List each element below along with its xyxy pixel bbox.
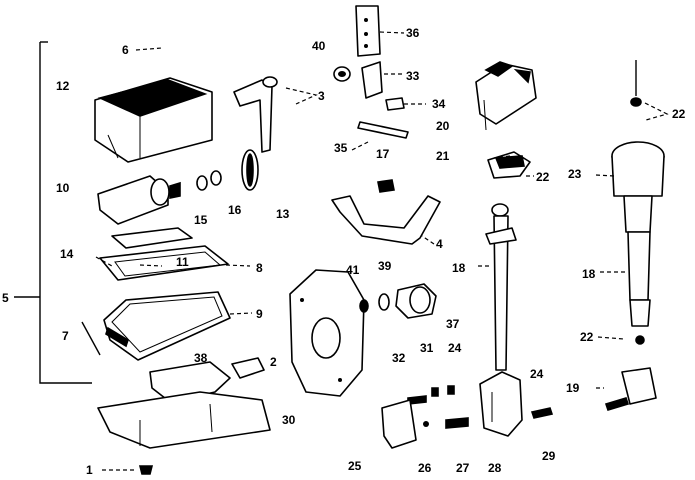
label-2: 2 (270, 355, 277, 369)
leader-lines (95, 31, 669, 471)
label-10: 10 (56, 181, 70, 195)
label-41: 41 (346, 263, 360, 277)
label-1: 1 (86, 463, 93, 477)
part-shaft-right-assembly (604, 60, 665, 411)
assembly-bracket (14, 41, 92, 384)
label-21: 21 (436, 149, 450, 163)
part-rotor-assembly (359, 283, 437, 319)
label-26: 26 (418, 461, 432, 475)
part-rotor-plate (487, 151, 531, 179)
label-20: 20 (436, 119, 450, 133)
part-top-plate (355, 5, 381, 57)
part-strap (241, 149, 259, 191)
label-25: 25 (348, 459, 362, 473)
part-clip (361, 61, 383, 99)
part-screw (530, 407, 554, 419)
part-small-bar (81, 321, 101, 356)
label-23: 23 (568, 167, 582, 181)
label-3: 3 (318, 89, 325, 103)
label-38: 38 (194, 351, 208, 365)
part-fastener (138, 465, 154, 475)
part-mount-bracket (97, 357, 271, 449)
label-5: 5 (2, 291, 9, 305)
label-4: 4 (436, 237, 443, 251)
part-distributor-cap (475, 61, 537, 131)
label-22-bottom: 22 (580, 330, 594, 344)
label-6: 6 (122, 43, 129, 57)
label-22-middle: 22 (536, 170, 550, 184)
label-29: 29 (542, 449, 556, 463)
part-number-labels: 1 2 3 4 5 6 7 8 9 10 11 12 13 14 15 16 1… (2, 26, 686, 477)
part-bar (357, 121, 409, 139)
part-distributor-base (479, 371, 523, 437)
part-fitting (377, 179, 395, 193)
label-19: 19 (566, 381, 580, 395)
part-shaft-left (485, 203, 517, 371)
label-24-right: 24 (530, 367, 544, 381)
label-35: 35 (334, 141, 348, 155)
label-16: 16 (228, 203, 242, 217)
label-17: 17 (376, 147, 390, 161)
label-15: 15 (194, 213, 208, 227)
label-37: 37 (446, 317, 460, 331)
label-14: 14 (60, 247, 74, 261)
label-11: 11 (176, 255, 189, 269)
label-31: 31 (420, 341, 434, 355)
label-27: 27 (456, 461, 470, 475)
part-trays (99, 227, 229, 281)
label-39: 39 (378, 259, 392, 273)
part-ring (333, 66, 351, 82)
label-13: 13 (276, 207, 290, 221)
label-32: 32 (392, 351, 406, 365)
part-cylinder (97, 175, 181, 225)
label-33: 33 (406, 69, 420, 83)
label-22-top: 22 (672, 107, 686, 121)
part-hose (331, 195, 441, 245)
part-battery-top (94, 77, 213, 163)
label-7: 7 (62, 329, 69, 343)
label-18-right: 18 (582, 267, 596, 281)
label-8: 8 (256, 261, 263, 275)
label-12: 12 (56, 79, 70, 93)
part-lower-small-parts (381, 385, 469, 449)
label-18-left: 18 (452, 261, 466, 275)
label-30: 30 (282, 413, 296, 427)
part-housing (289, 269, 365, 397)
label-40: 40 (312, 39, 326, 53)
label-24-left: 24 (448, 341, 462, 355)
part-large-tray (103, 291, 231, 361)
part-hose-assembly (233, 76, 278, 153)
part-small-bushings (196, 170, 222, 191)
label-36: 36 (406, 26, 420, 40)
label-34: 34 (432, 97, 446, 111)
label-9: 9 (256, 307, 263, 321)
part-pin (385, 97, 405, 111)
label-28: 28 (488, 461, 502, 475)
